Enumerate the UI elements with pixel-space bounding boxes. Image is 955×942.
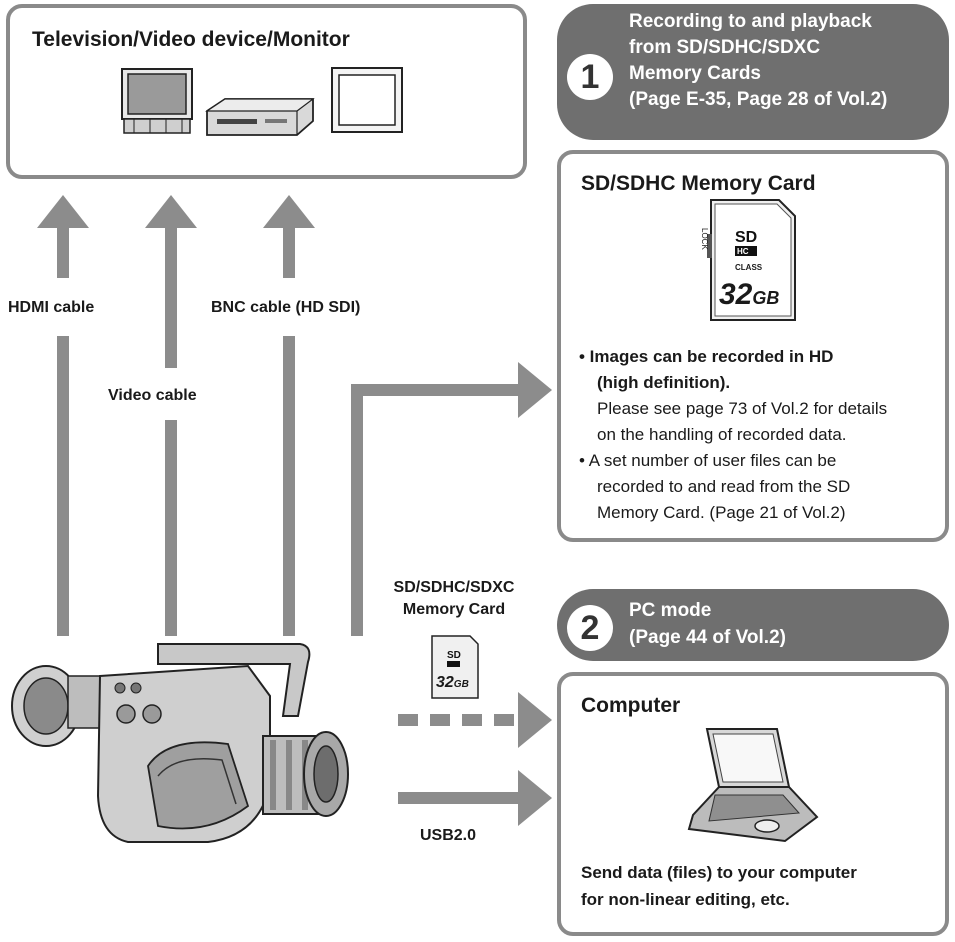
small-sd-card-icon: SD 32GB — [430, 634, 480, 700]
sd-bullet-1-line-2: (high definition). — [597, 373, 731, 392]
sd-bullet-1-line-4: on the handling of recorded data. — [597, 425, 847, 444]
header1-line-1: Recording to and playback — [629, 11, 872, 32]
video-arrow-shaft-bottom — [165, 420, 177, 636]
tv-device-box: Television/Video device/Monitor — [6, 4, 527, 179]
sd-arrow-head — [518, 362, 552, 418]
hdmi-arrow-shaft-bottom — [57, 336, 69, 636]
svg-text:HC: HC — [737, 247, 749, 256]
video-arrow-shaft-top — [165, 226, 177, 368]
sd-bullet-2-line-2: recorded to and read from the SD — [597, 477, 851, 496]
sd-bullet-1-line-3: Please see page 73 of Vol.2 for details — [597, 399, 888, 418]
bnc-arrow-head — [263, 195, 315, 228]
usb-arrow-shaft — [398, 792, 522, 804]
dashed-arrow-head — [518, 692, 552, 748]
header1-line-2: from SD/SDHC/SDXC — [629, 37, 821, 58]
sd-bullet-1-line-1: • Images can be recorded in HD — [579, 347, 834, 366]
bnc-cable-label: BNC cable (HD SDI) — [211, 299, 361, 316]
video-cable-label: Video cable — [108, 387, 197, 404]
sd-card-label-line-2: Memory Card — [402, 601, 506, 618]
computer-box-title: Computer — [581, 694, 681, 717]
video-arrow-head — [145, 195, 197, 228]
section-2-number: 2 — [567, 605, 613, 651]
bnc-arrow-shaft-top — [283, 226, 295, 278]
sd-card-capacity-number: 32 — [719, 278, 753, 311]
section-2-header: 2 PC mode (Page 44 of Vol.2) — [557, 589, 949, 661]
camcorder-icon — [11, 643, 349, 843]
header1-line-4: (Page E-35, Page 28 of Vol.2) — [629, 89, 888, 110]
hdmi-cable-label: HDMI cable — [8, 299, 95, 316]
svg-text:SD: SD — [735, 229, 757, 246]
sd-bullet-2-line-1: • A set number of user files can be — [579, 451, 837, 470]
header2-line-2: (Page 44 of Vol.2) — [629, 627, 786, 648]
tv-box-title: Television/Video device/Monitor — [32, 28, 350, 51]
usb-label: USB2.0 — [420, 827, 477, 844]
sd-card-label-line-1: SD/SDHC/SDXC — [393, 579, 515, 596]
sd-arrow-shaft-vertical — [351, 384, 363, 636]
sd-card-capacity-unit: GB — [752, 288, 780, 308]
sd-box-title: SD/SDHC Memory Card — [581, 172, 816, 195]
computer-desc-line-1: Send data (files) to your computer — [581, 863, 857, 882]
sd-card-icon: SD HC LOCK CLASS 32GB — [700, 198, 797, 322]
computer-desc-line-2: for non-linear editing, etc. — [581, 890, 790, 909]
section-1-header: 1 Recording to and playback from SD/SDHC… — [557, 4, 949, 140]
small-sd-card-number: 32 — [436, 674, 454, 691]
television-icon — [121, 68, 193, 134]
svg-text:SD: SD — [447, 650, 461, 661]
bnc-arrow-shaft-bottom — [283, 336, 295, 636]
hdmi-arrow-shaft-top — [57, 226, 69, 278]
laptop-icon — [687, 728, 819, 843]
header2-line-1: PC mode — [629, 600, 712, 621]
small-sd-card-unit: GB — [453, 679, 469, 690]
monitor-icon — [331, 67, 403, 133]
sd-bullet-2-line-3: Memory Card. (Page 21 of Vol.2) — [597, 503, 846, 522]
video-deck-icon — [205, 98, 315, 136]
section-1-number: 1 — [567, 54, 613, 100]
header1-line-3: Memory Cards — [629, 63, 761, 84]
usb-arrow-head — [518, 770, 552, 826]
hdmi-arrow-head — [37, 195, 89, 228]
sd-arrow-shaft-horizontal — [351, 384, 523, 396]
sd-card-class-label: CLASS — [735, 263, 763, 272]
